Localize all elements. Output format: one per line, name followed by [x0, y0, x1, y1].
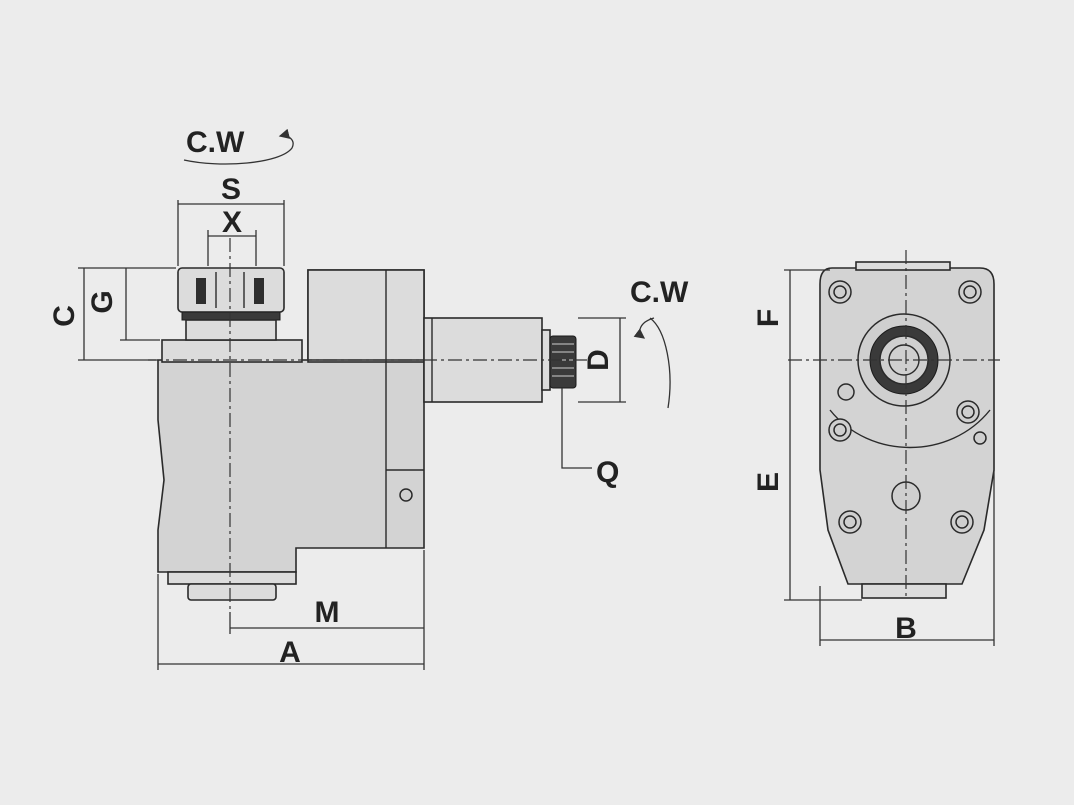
collet-slot-right [254, 278, 264, 304]
label-f: F [752, 309, 785, 327]
bottom-flange [167, 571, 297, 585]
bottom-spigot [187, 583, 277, 601]
label-q: Q [596, 456, 619, 489]
label-s: S [221, 173, 241, 206]
label-c: C [48, 305, 81, 327]
front-bolts [828, 280, 987, 534]
label-a: A [279, 636, 301, 669]
label-b: B [895, 612, 917, 645]
label-x: X [222, 206, 242, 239]
collet-ring [181, 311, 281, 321]
side-top-plate [307, 269, 425, 363]
label-rotation-right: C.W [630, 276, 689, 309]
front-view: F E B [752, 250, 1000, 646]
front-bottom-spigot [861, 583, 947, 599]
label-d: D [582, 349, 615, 371]
label-e: E [752, 472, 785, 492]
collet-neck [185, 319, 277, 341]
label-m: M [315, 596, 340, 629]
spindle-bore [879, 335, 929, 385]
collet-nut [177, 267, 285, 313]
front-top-rail [855, 261, 951, 271]
side-view: S X C.W C G D C.W Q M [48, 126, 689, 670]
label-rotation-top: C.W [186, 126, 245, 159]
side-small-hole [399, 488, 413, 502]
spline-tip [549, 335, 577, 389]
label-g: G [86, 290, 119, 313]
collet-slot-left [196, 278, 206, 304]
side-flange [161, 339, 303, 363]
